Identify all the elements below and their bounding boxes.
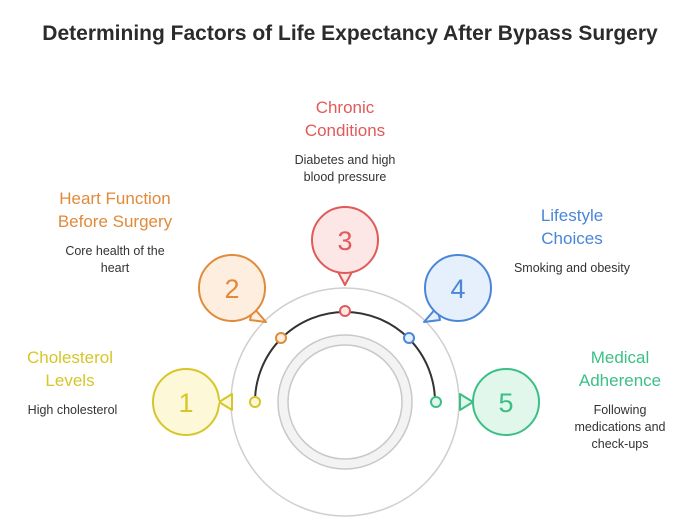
factor-number-5: 5	[498, 388, 513, 418]
factor-bubble-4: 4	[423, 254, 492, 323]
inner-ring-inner	[287, 344, 403, 460]
factor-bubble-1: 1	[152, 368, 233, 436]
factor-desc-3: Diabetes and high blood pressure	[294, 153, 396, 184]
factor-desc-1: High cholesterol	[27, 403, 118, 417]
factor-title-4: Lifestyle Choices	[540, 206, 604, 248]
factor-desc-2: Core health of the heart	[65, 244, 165, 275]
factor-number-1: 1	[178, 388, 193, 418]
arc-dot-3	[339, 305, 351, 317]
factor-number-4: 4	[450, 274, 465, 304]
factor-number-2: 2	[224, 274, 239, 304]
arc-dot-1	[249, 396, 261, 408]
factor-bubble-5: 5	[459, 368, 540, 436]
factor-bubble-2: 2	[198, 254, 267, 323]
factor-desc-5: Following medications and check-ups	[574, 403, 666, 451]
arc-dot-2	[275, 332, 287, 344]
factor-title-2: Heart Function Before Surgery	[57, 189, 173, 231]
arc-dot-5	[430, 396, 442, 408]
arc-dot-4	[403, 332, 415, 344]
factor-desc-4: Smoking and obesity	[513, 261, 631, 275]
diagram-title: Determining Factors of Life Expectancy A…	[42, 22, 658, 45]
factor-title-1: Cholesterol Levels	[27, 348, 113, 390]
factor-bubble-3: 3	[311, 206, 379, 286]
factor-number-3: 3	[337, 226, 352, 256]
factor-title-3: Chronic Conditions	[304, 98, 386, 140]
factor-title-5: Medical Adherence	[578, 348, 662, 390]
